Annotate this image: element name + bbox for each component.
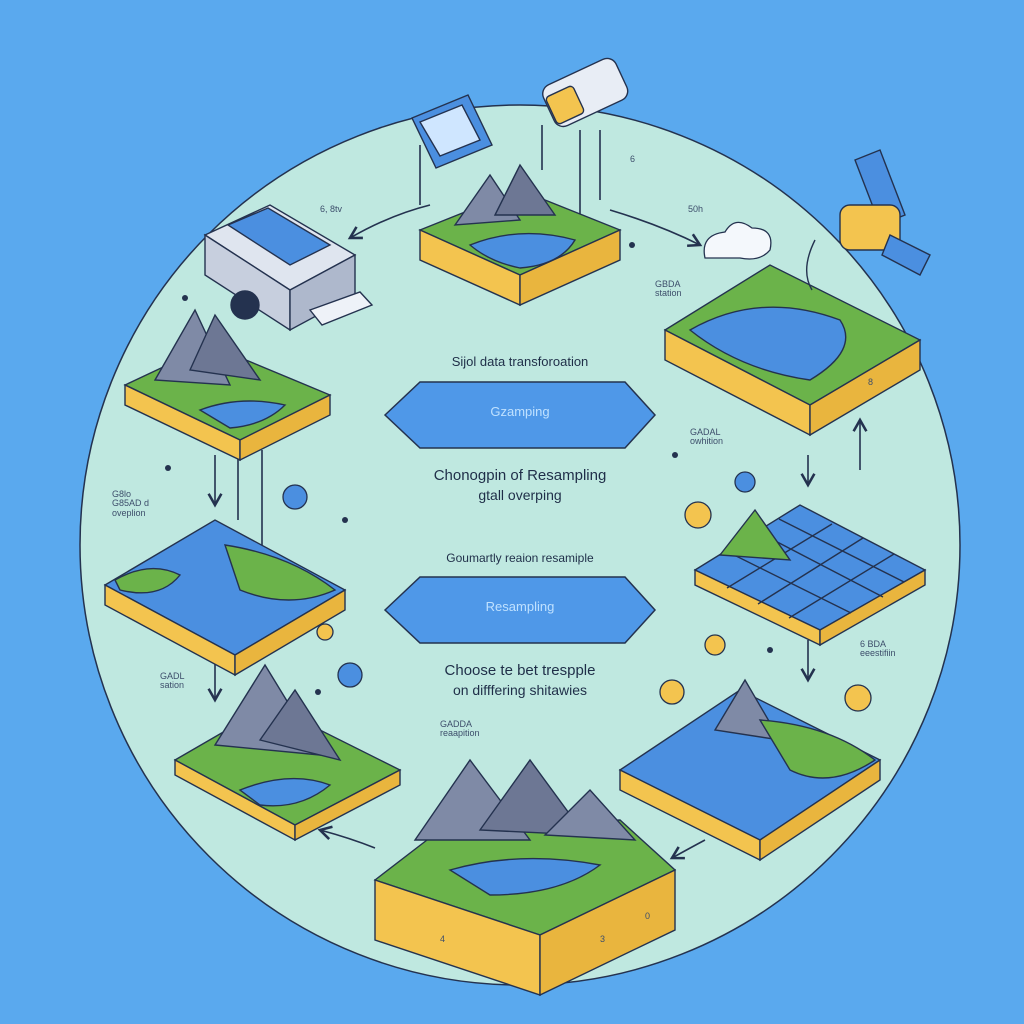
annotation-right-lower: 6 BDA eeestifiin: [860, 639, 896, 659]
arrow-top-label: Gzamping: [490, 404, 550, 419]
center-arrow-top: [383, 381, 657, 449]
heading-bottom: Goumartly reaion resamiple: [446, 551, 594, 565]
caption-top-line1: Chonogpin of Resampling: [433, 467, 607, 484]
tile-bottom: [373, 758, 677, 997]
annotation-top-small: 6: [630, 154, 636, 164]
satellite-top: [411, 57, 629, 169]
tile-right-lower: [618, 678, 882, 862]
dot-icons: [165, 242, 773, 695]
tile-left-lower: [173, 663, 402, 842]
annotation-bottom-center: GADDA reaapition: [440, 719, 480, 739]
mark-right-tile: 8: [868, 377, 874, 387]
annotation-right-mid: GADAL owhition: [690, 427, 724, 447]
mark-bottom-a: 4: [440, 934, 446, 944]
tile-top: [418, 163, 622, 307]
heading-top: Sijol data transforoation: [451, 354, 589, 369]
tile-right-grid: [693, 504, 927, 647]
annotation-left-lower: GADL sation: [160, 671, 185, 691]
satellite-right: [806, 149, 931, 291]
caption-top-line2: gtall overping: [478, 487, 562, 503]
tile-right-upper: [663, 264, 922, 437]
caption-bottom-line1: Choose te bet trespple: [444, 662, 596, 679]
annotation-top-left: 6, 8tv: [320, 204, 343, 214]
cloud-icon: [703, 221, 772, 260]
mark-bottom-b: 0: [645, 911, 651, 921]
sun-icon: [684, 501, 872, 712]
mark-bottom-c: 3: [600, 934, 606, 944]
arrow-bottom-label: Resampling: [485, 599, 555, 614]
annotation-top-right: 50h: [688, 204, 704, 214]
center-arrow-bottom: [383, 576, 657, 644]
tile-left-mountain: [123, 308, 332, 462]
annotation-right-upper: GBDA station: [655, 279, 682, 299]
processing-machine: [203, 204, 374, 332]
caption-bottom-line2: on difffering shitawies: [452, 682, 588, 698]
refresh-icon: [282, 471, 756, 705]
tile-left-middle: [103, 519, 347, 677]
annotation-left-mid: G8lo G85AD d oveplion: [112, 489, 150, 518]
